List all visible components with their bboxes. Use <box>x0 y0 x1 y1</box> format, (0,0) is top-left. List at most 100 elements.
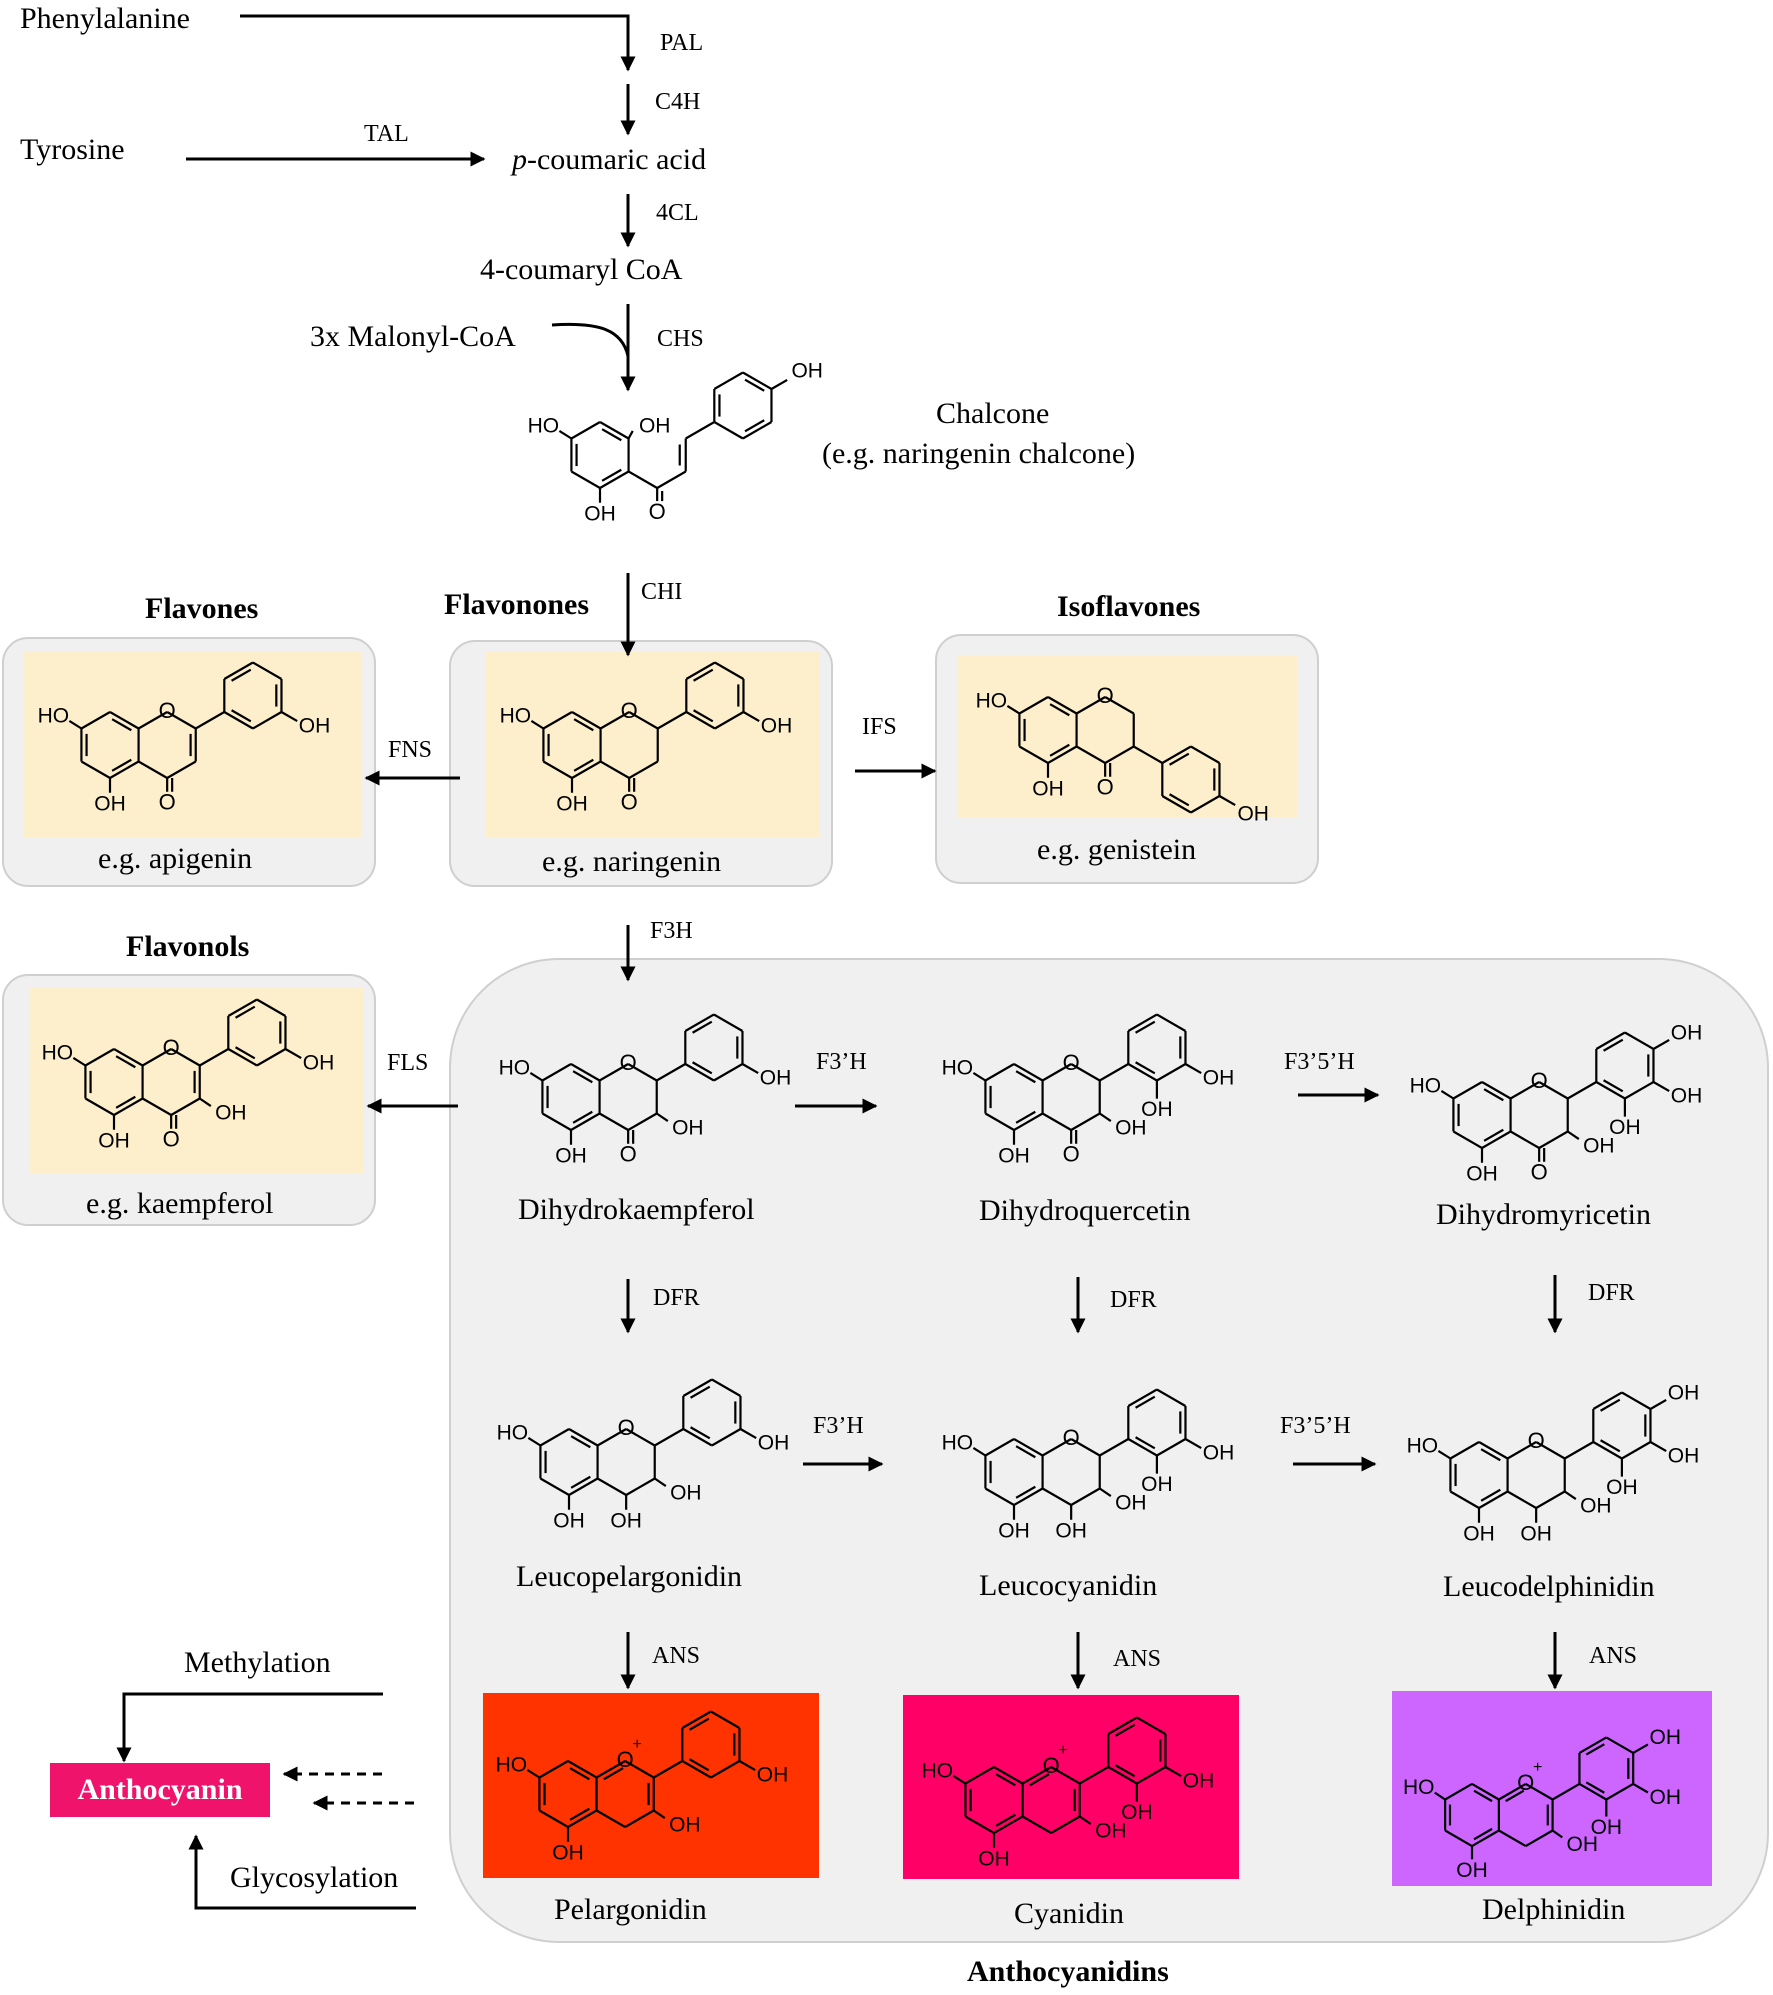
cyanidin-b-link-bond <box>1079 1766 1109 1785</box>
pelargonidin-b3-bond <box>710 1760 741 1779</box>
dihydrokaempferol-oh7-label: HO <box>499 1056 531 1079</box>
naringenin-oh5-label: OH <box>556 792 588 815</box>
kaempferol-c2-bond <box>170 1048 201 1067</box>
delphinidin-c4-bond <box>1525 1829 1554 1847</box>
cyanidin-a-inner3 <box>995 1773 1016 1787</box>
dihydrokaempferol-oh4p-label: OH <box>760 1067 792 1090</box>
leucocyanidin-b-inner1 <box>1135 1395 1156 1409</box>
dihydromyricetin-c2-bond <box>1538 1081 1569 1100</box>
delphinidin-oh7-bond <box>1434 1791 1446 1801</box>
apigenin-oh4p-bond <box>280 711 298 723</box>
dihydrokaempferol-co-label: O <box>620 1142 637 1167</box>
genistein-highlight <box>957 655 1297 817</box>
coumaric-acid-name: -coumaric acid <box>527 143 707 176</box>
dihydroquercetin-b-inner1 <box>1135 1020 1156 1034</box>
dihydromyricetin-o-label: O <box>1531 1068 1548 1093</box>
naringenin-co-label: O <box>621 790 638 815</box>
kaempferol-oh3-bond <box>199 1097 212 1107</box>
leucopelargonidin-o-label: O <box>618 1415 635 1440</box>
dihydroquercetin-a-inner2 <box>1015 1110 1036 1124</box>
chalcone-oh2-label: OH <box>639 414 671 437</box>
kaempferol-oh7-label: HO <box>42 1041 74 1064</box>
leucopelargonidin-b-link-bond <box>654 1428 684 1447</box>
chalcone-oh4p-bond <box>770 378 788 390</box>
cyanidin-c5-bond <box>1022 1815 1052 1834</box>
leucopelargonidin-c5-bond <box>597 1477 627 1496</box>
enzyme-ans-3: ANS <box>1589 1643 1638 1669</box>
leucodelphinidin-oh4p-bond <box>1649 1441 1667 1453</box>
dihydroquercetin-oh4p-bond <box>1184 1063 1202 1075</box>
kaempferol-b0-bond <box>227 998 258 1017</box>
leucocyanidin-c1-bond <box>1042 1438 1072 1457</box>
methylation-arrow <box>116 1692 383 1763</box>
leucopelargonidin-name: Leucopelargonidin <box>516 1560 743 1593</box>
dihydroquercetin-b-inner3 <box>1135 1061 1156 1075</box>
naringenin-b-link-bond <box>657 711 687 730</box>
apigenin-a2-bond <box>109 760 140 779</box>
apigenin-a-inner2 <box>111 758 132 772</box>
genistein-a2-bond <box>1047 745 1078 764</box>
leucopelargonidin-oh4-label: OH <box>610 1509 642 1532</box>
delphinidin-oh5-label: OH <box>1456 1859 1488 1882</box>
dihydromyricetin-name: Dihydromyricetin <box>1436 1198 1651 1231</box>
leucodelphinidin-b-link-bond <box>1564 1441 1594 1460</box>
naringenin-oh7-label: HO <box>500 704 532 727</box>
dihydrokaempferol-a-inner3 <box>572 1070 593 1084</box>
dihydroquercetin-oh3-bond <box>1099 1112 1112 1122</box>
dihydrokaempferol-oh4p-bond <box>741 1063 759 1075</box>
kaempferol-c1-bond <box>142 1048 172 1067</box>
cyanidin-oh3-bond <box>1079 1815 1092 1825</box>
delphinidin-oh3-bond <box>1551 1829 1563 1839</box>
pelargonidin-oh4p-bond <box>738 1760 756 1772</box>
dihydromyricetin-co-label: O <box>1531 1160 1548 1185</box>
leucodelphinidin-c5-bond <box>1507 1490 1537 1509</box>
chalcone-oh2-bond <box>627 430 634 440</box>
naringenin-oh7-bond <box>530 720 545 730</box>
pelargonidin-oh3-label: OH <box>669 1814 701 1837</box>
dihydromyricetin-b3-bond <box>1624 1081 1655 1100</box>
cyanidin-c-inner2 <box>1029 1773 1050 1787</box>
dihydroquercetin-c4-bond <box>1070 1112 1101 1131</box>
dihydroquercetin-o-label: O <box>1063 1050 1080 1075</box>
dihydrokaempferol-a2-bond <box>570 1112 601 1131</box>
dihydromyricetin-b-link-bond <box>1567 1081 1597 1100</box>
leucopelargonidin-b3-bond <box>711 1428 742 1447</box>
kaempferol-oh3-label: OH <box>215 1102 247 1125</box>
cyanidin-oh3p-label: OH <box>1121 1801 1153 1824</box>
naringenin-c1-bond <box>600 711 630 730</box>
apigenin-b3-bond <box>252 711 283 730</box>
chalcone-oh3-label: OH <box>584 502 616 525</box>
apigenin-oh4p-label: OH <box>299 715 331 738</box>
leucocyanidin-b0-bond <box>1127 1388 1158 1407</box>
chalcone-a3-bond <box>570 470 601 489</box>
genistein-b0-bond <box>1161 745 1192 764</box>
dihydroquercetin-c1-bond <box>1042 1063 1072 1082</box>
pelargonidin-a-inner3 <box>569 1767 590 1781</box>
delphinidin-plus-label: + <box>1533 1759 1542 1776</box>
leucopelargonidin-b0-bond <box>682 1378 713 1397</box>
cyanidin-highlight <box>903 1695 1239 1879</box>
leucocyanidin-b4-bond <box>1127 1438 1158 1457</box>
delphinidin-b4-bond <box>1578 1783 1607 1801</box>
chalcone-ko-label: O <box>649 499 666 524</box>
naringenin-b3-bond <box>714 711 745 730</box>
kaempferol-b3-bond <box>256 1048 287 1067</box>
genistein-b3-bond <box>1190 795 1221 814</box>
dihydrokaempferol-b3-bond <box>713 1063 744 1082</box>
apigenin-o-label: O <box>159 698 176 723</box>
pelargonidin-oh3-bond <box>653 1809 666 1819</box>
apigenin-a5-bond <box>80 711 111 730</box>
chalcone-ho-label: HO <box>528 414 560 437</box>
dihydrokaempferol-b4-bond <box>684 1063 715 1082</box>
leucocyanidin-a0-bond <box>1013 1438 1044 1457</box>
leucodelphinidin-b-inner1 <box>1600 1398 1621 1412</box>
enzyme-ans-1: ANS <box>652 1643 701 1669</box>
dihydroquercetin-oh7-bond <box>972 1072 987 1082</box>
dihydrokaempferol-b-link-bond <box>656 1063 686 1082</box>
enzyme-dfr-2: DFR <box>1110 1287 1157 1313</box>
delphinidin-o-label: O <box>1517 1770 1534 1795</box>
enzyme-pal: PAL <box>660 30 704 56</box>
pelargonidin-c1-bond <box>596 1760 626 1779</box>
leucopelargonidin-c1-bond <box>597 1428 627 1447</box>
